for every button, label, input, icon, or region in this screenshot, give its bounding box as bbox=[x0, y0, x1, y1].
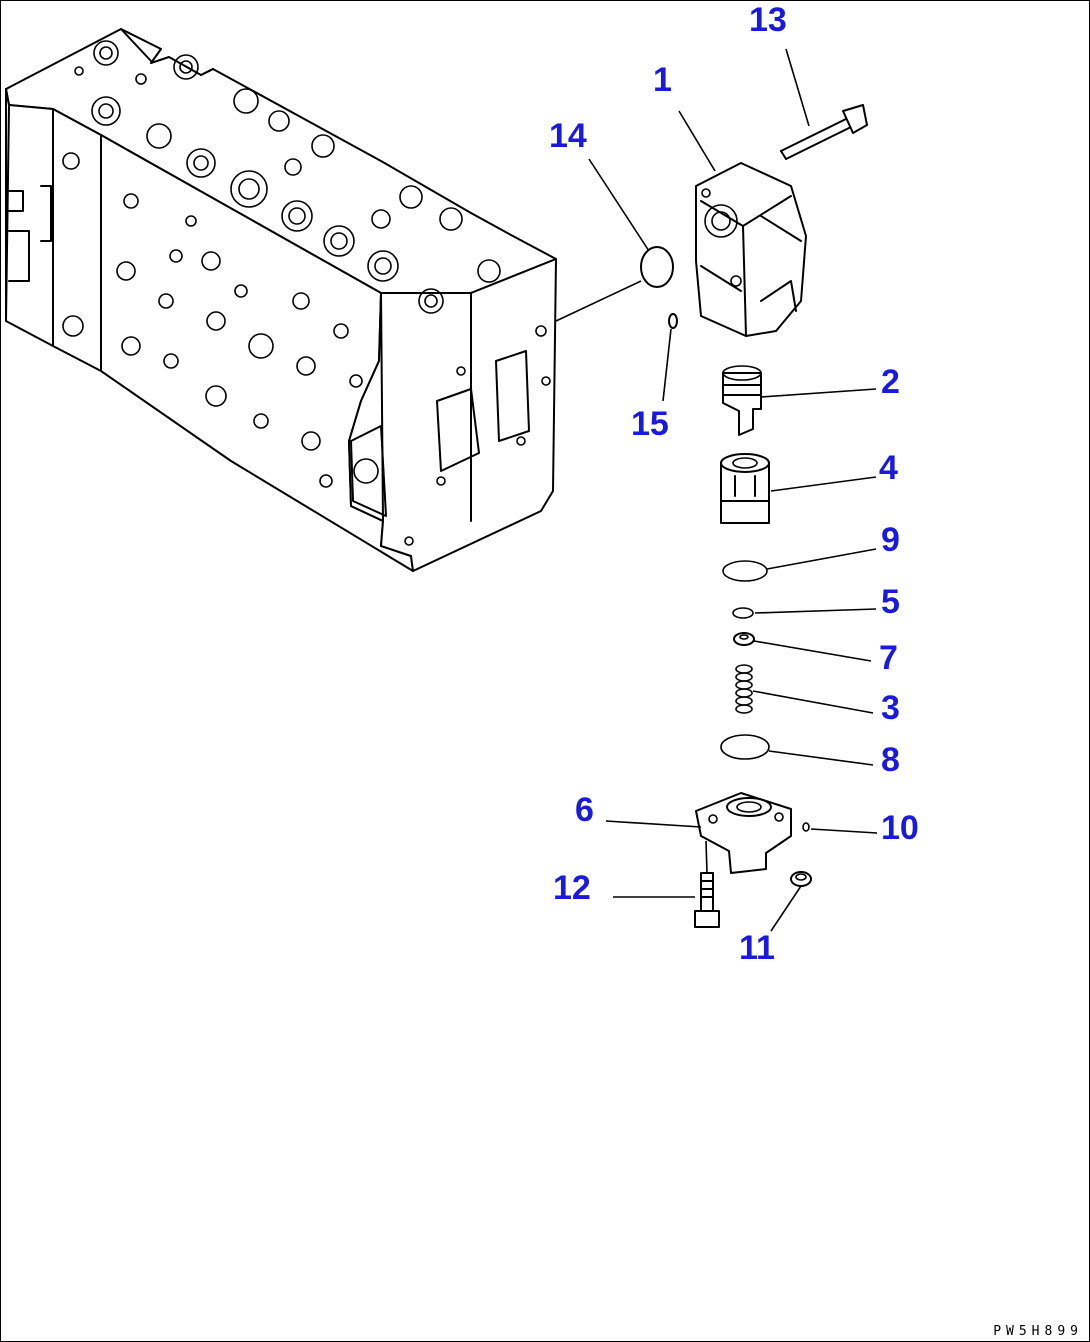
callout-3: 3 bbox=[881, 689, 900, 727]
callout-1: 1 bbox=[653, 61, 672, 99]
callout-5: 5 bbox=[881, 583, 900, 621]
part-6-cover bbox=[695, 792, 792, 874]
part-4-sleeve bbox=[720, 453, 770, 524]
part-5-ring bbox=[732, 607, 754, 619]
part-12-bolt bbox=[694, 872, 720, 928]
control-valve-block bbox=[5, 28, 557, 572]
callout-15: 15 bbox=[631, 405, 669, 443]
callout-9: 9 bbox=[881, 521, 900, 559]
part-2-spool bbox=[722, 365, 762, 436]
callout-13: 13 bbox=[749, 1, 787, 39]
callout-2: 2 bbox=[881, 363, 900, 401]
part-3-spring bbox=[735, 664, 753, 714]
part-8-oring bbox=[720, 734, 770, 760]
part-14-cap bbox=[640, 246, 674, 288]
callout-4: 4 bbox=[879, 449, 898, 487]
callout-10: 10 bbox=[881, 809, 919, 847]
part-11-plug bbox=[790, 871, 812, 887]
callout-14: 14 bbox=[549, 117, 587, 155]
part-9-oring bbox=[722, 560, 768, 582]
leader-lines bbox=[555, 48, 878, 932]
part-15-oring bbox=[668, 313, 678, 329]
part-13-bolt bbox=[780, 104, 868, 160]
part-7-seat bbox=[733, 632, 755, 646]
callout-11: 11 bbox=[739, 929, 775, 967]
part-1-valve-body bbox=[695, 162, 807, 337]
callout-12: 12 bbox=[553, 869, 591, 907]
callout-6: 6 bbox=[575, 791, 594, 829]
drawing-code: PW5H899 bbox=[993, 1324, 1083, 1339]
callout-7: 7 bbox=[879, 639, 898, 677]
part-10-oring bbox=[802, 822, 810, 832]
callout-8: 8 bbox=[881, 741, 900, 779]
